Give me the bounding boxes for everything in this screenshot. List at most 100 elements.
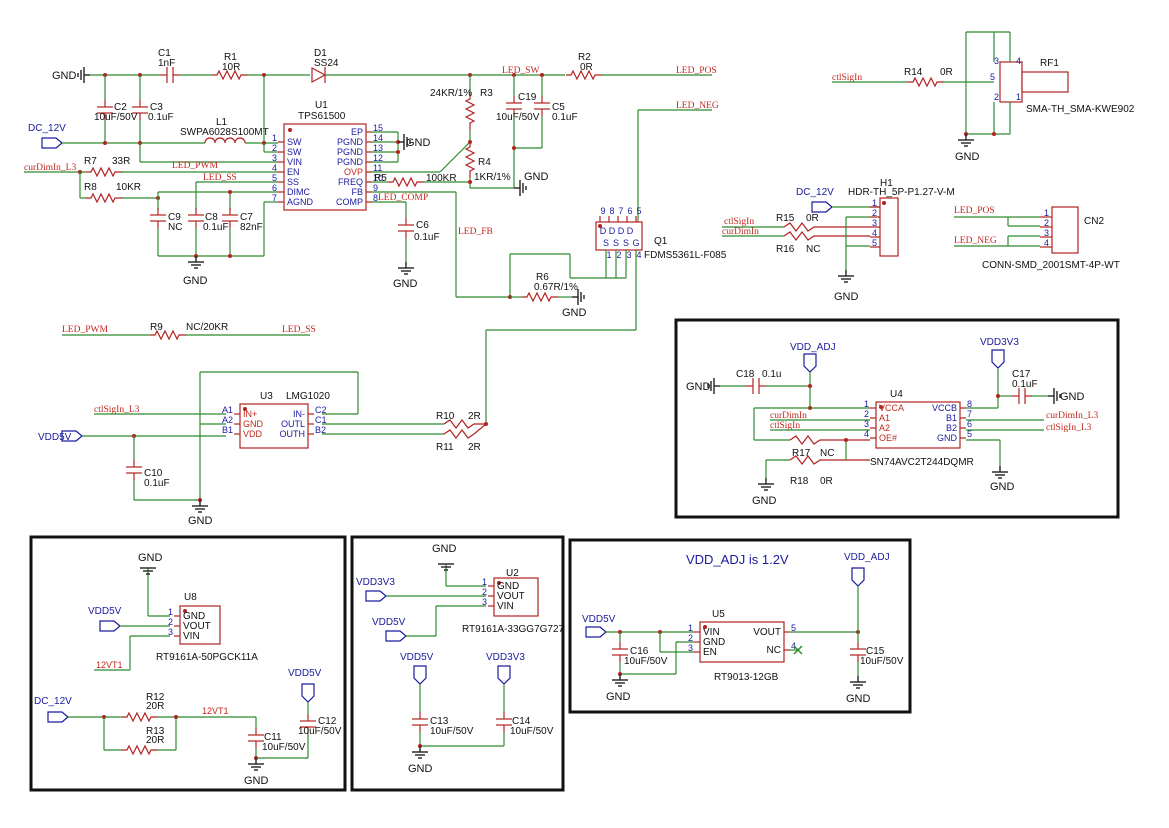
pin-name: S [623, 238, 629, 248]
pin-name: VOUT [497, 591, 525, 602]
led-pwm-label-r9: LED_PWM [62, 325, 108, 335]
pin-number: 15 [373, 123, 383, 133]
r3-val: 24KR/1% [430, 88, 472, 99]
pin-number: 3 [864, 419, 869, 429]
pin-name: G [632, 238, 639, 248]
pin-name: SW [287, 147, 302, 157]
r18-val: 0R [820, 476, 833, 487]
c15-val: 10uF/50V [860, 656, 904, 667]
c9-ref: C9 [168, 212, 181, 223]
pin-number: 2 [994, 92, 999, 102]
pin-number: 5 [636, 206, 641, 216]
pin-number: 2 [168, 617, 173, 627]
led-sw-label: LED_SW [502, 66, 540, 76]
pin-name: SS [287, 177, 299, 187]
led-comp-label: LED_COMP [378, 193, 428, 203]
dc12v-label-u8: DC_12V [34, 696, 72, 707]
pin-name: VCCB [932, 403, 957, 413]
pin-number: 6 [272, 183, 277, 193]
pin-number: A2 [222, 415, 233, 425]
pin-number: 4 [791, 641, 796, 651]
v12t1-label-bot: 12VT1 [202, 706, 229, 716]
pin-name: PGND [337, 147, 364, 157]
frame-adj-ldo [568, 538, 912, 714]
gnd-label-7: GND [188, 515, 213, 527]
pin-number: 4 [872, 228, 877, 238]
c5-ref: C5 [552, 102, 565, 113]
pin-name: EN [287, 167, 300, 177]
vdd3v3-label-u2: VDD3V3 [356, 577, 395, 588]
ctl-l3-label-u3: ctlSigIn_L3 [94, 405, 140, 415]
c2-ref: C2 [114, 102, 127, 113]
pin-name: IN- [293, 409, 305, 419]
led-ss-label-u1: LED_SS [203, 173, 237, 183]
pin-name: OE# [879, 433, 897, 443]
q1-ref: Q1 [654, 236, 668, 247]
u5-val: RT9013-12GB [714, 672, 779, 683]
r14-val: 0R [940, 67, 953, 78]
gnd-label-3: GND [406, 137, 431, 149]
pin-number: 5 [990, 72, 995, 82]
c18-ref: C18 [736, 369, 755, 380]
c6-ref: C6 [416, 220, 429, 231]
ldo-adj-section: VDD_ADJ is 1.2V VDD5V C16 10uF/50V GND U… [582, 552, 904, 705]
c16-val: 10uF/50V [624, 656, 668, 667]
pin-number: C2 [315, 405, 327, 415]
c3-ref: C3 [150, 102, 163, 113]
pin-number: 1 [1016, 92, 1021, 102]
c7-val: 82nF [240, 222, 263, 233]
h1-ref: H1 [880, 178, 893, 189]
level-shifter-section: VDD_ADJ GND C18 0.1u R17 NC curDimIn ctl… [686, 337, 1098, 507]
pin-number: A1 [222, 405, 233, 415]
pin-name: EP [351, 127, 363, 137]
pin-number: 8 [373, 193, 378, 203]
r17-val: NC [820, 448, 834, 459]
pin-number: 5 [872, 238, 877, 248]
frame-3v3-ldo [350, 535, 565, 792]
pin-number: 10 [373, 173, 383, 183]
r11-val: 2R [468, 442, 481, 453]
pin-number: 1 [482, 577, 487, 587]
pin-name: S [613, 238, 619, 248]
pin-name: S [603, 238, 609, 248]
pin-number: 2 [1044, 218, 1049, 228]
pin-number: C1 [315, 415, 327, 425]
u4-ic [875, 401, 961, 449]
pin-name: COMP [336, 197, 363, 207]
ctl-label-h1: ctlSigIn [724, 217, 754, 227]
dc12v-label-h1: DC_12V [796, 187, 834, 198]
gnd-label-10: GND [686, 381, 711, 393]
c16-ref: C16 [630, 646, 649, 657]
c11-ref: C11 [264, 732, 282, 743]
gnd-label-9: GND [834, 291, 859, 303]
r12-ref: R12 [146, 692, 165, 703]
pin-name: VDD [243, 429, 263, 439]
gnd-label-2: GND [183, 275, 208, 287]
r15-ref: R15 [776, 213, 795, 224]
u4-ref: U4 [890, 389, 903, 400]
pin-number: 11 [373, 163, 382, 173]
pin-name: GND [243, 419, 264, 429]
pin-name: NC [767, 645, 781, 656]
u2-val: RT9161A-33GG7G727 [462, 624, 565, 635]
vddadj-label-u4: VDD_ADJ [790, 342, 836, 353]
u3-ref: U3 [260, 391, 273, 402]
gnd-label-8: GND [955, 151, 980, 163]
c19-val: 10uF/50V [496, 112, 540, 123]
r14-ref: R14 [904, 67, 923, 78]
u8-ic [179, 605, 221, 645]
vdd5v-label-u2: VDD5V [372, 617, 406, 628]
cn2-val: CONN-SMD_2001SMT-4P-WT [982, 260, 1120, 271]
r12-val: 20R [146, 701, 164, 712]
pin-name: D [627, 226, 634, 236]
u5-ic [699, 621, 785, 663]
h1-header [879, 197, 899, 257]
pin-name: PGND [337, 157, 364, 167]
gnd-label-11: GND [752, 495, 777, 507]
gnd-label-13: GND [990, 481, 1015, 493]
led-fb-label: LED_FB [458, 227, 493, 237]
pin-number: 12 [373, 153, 383, 163]
r3-ref: R3 [480, 88, 493, 99]
pin-number: 5 [272, 173, 277, 183]
r16-ref: R16 [776, 244, 795, 255]
